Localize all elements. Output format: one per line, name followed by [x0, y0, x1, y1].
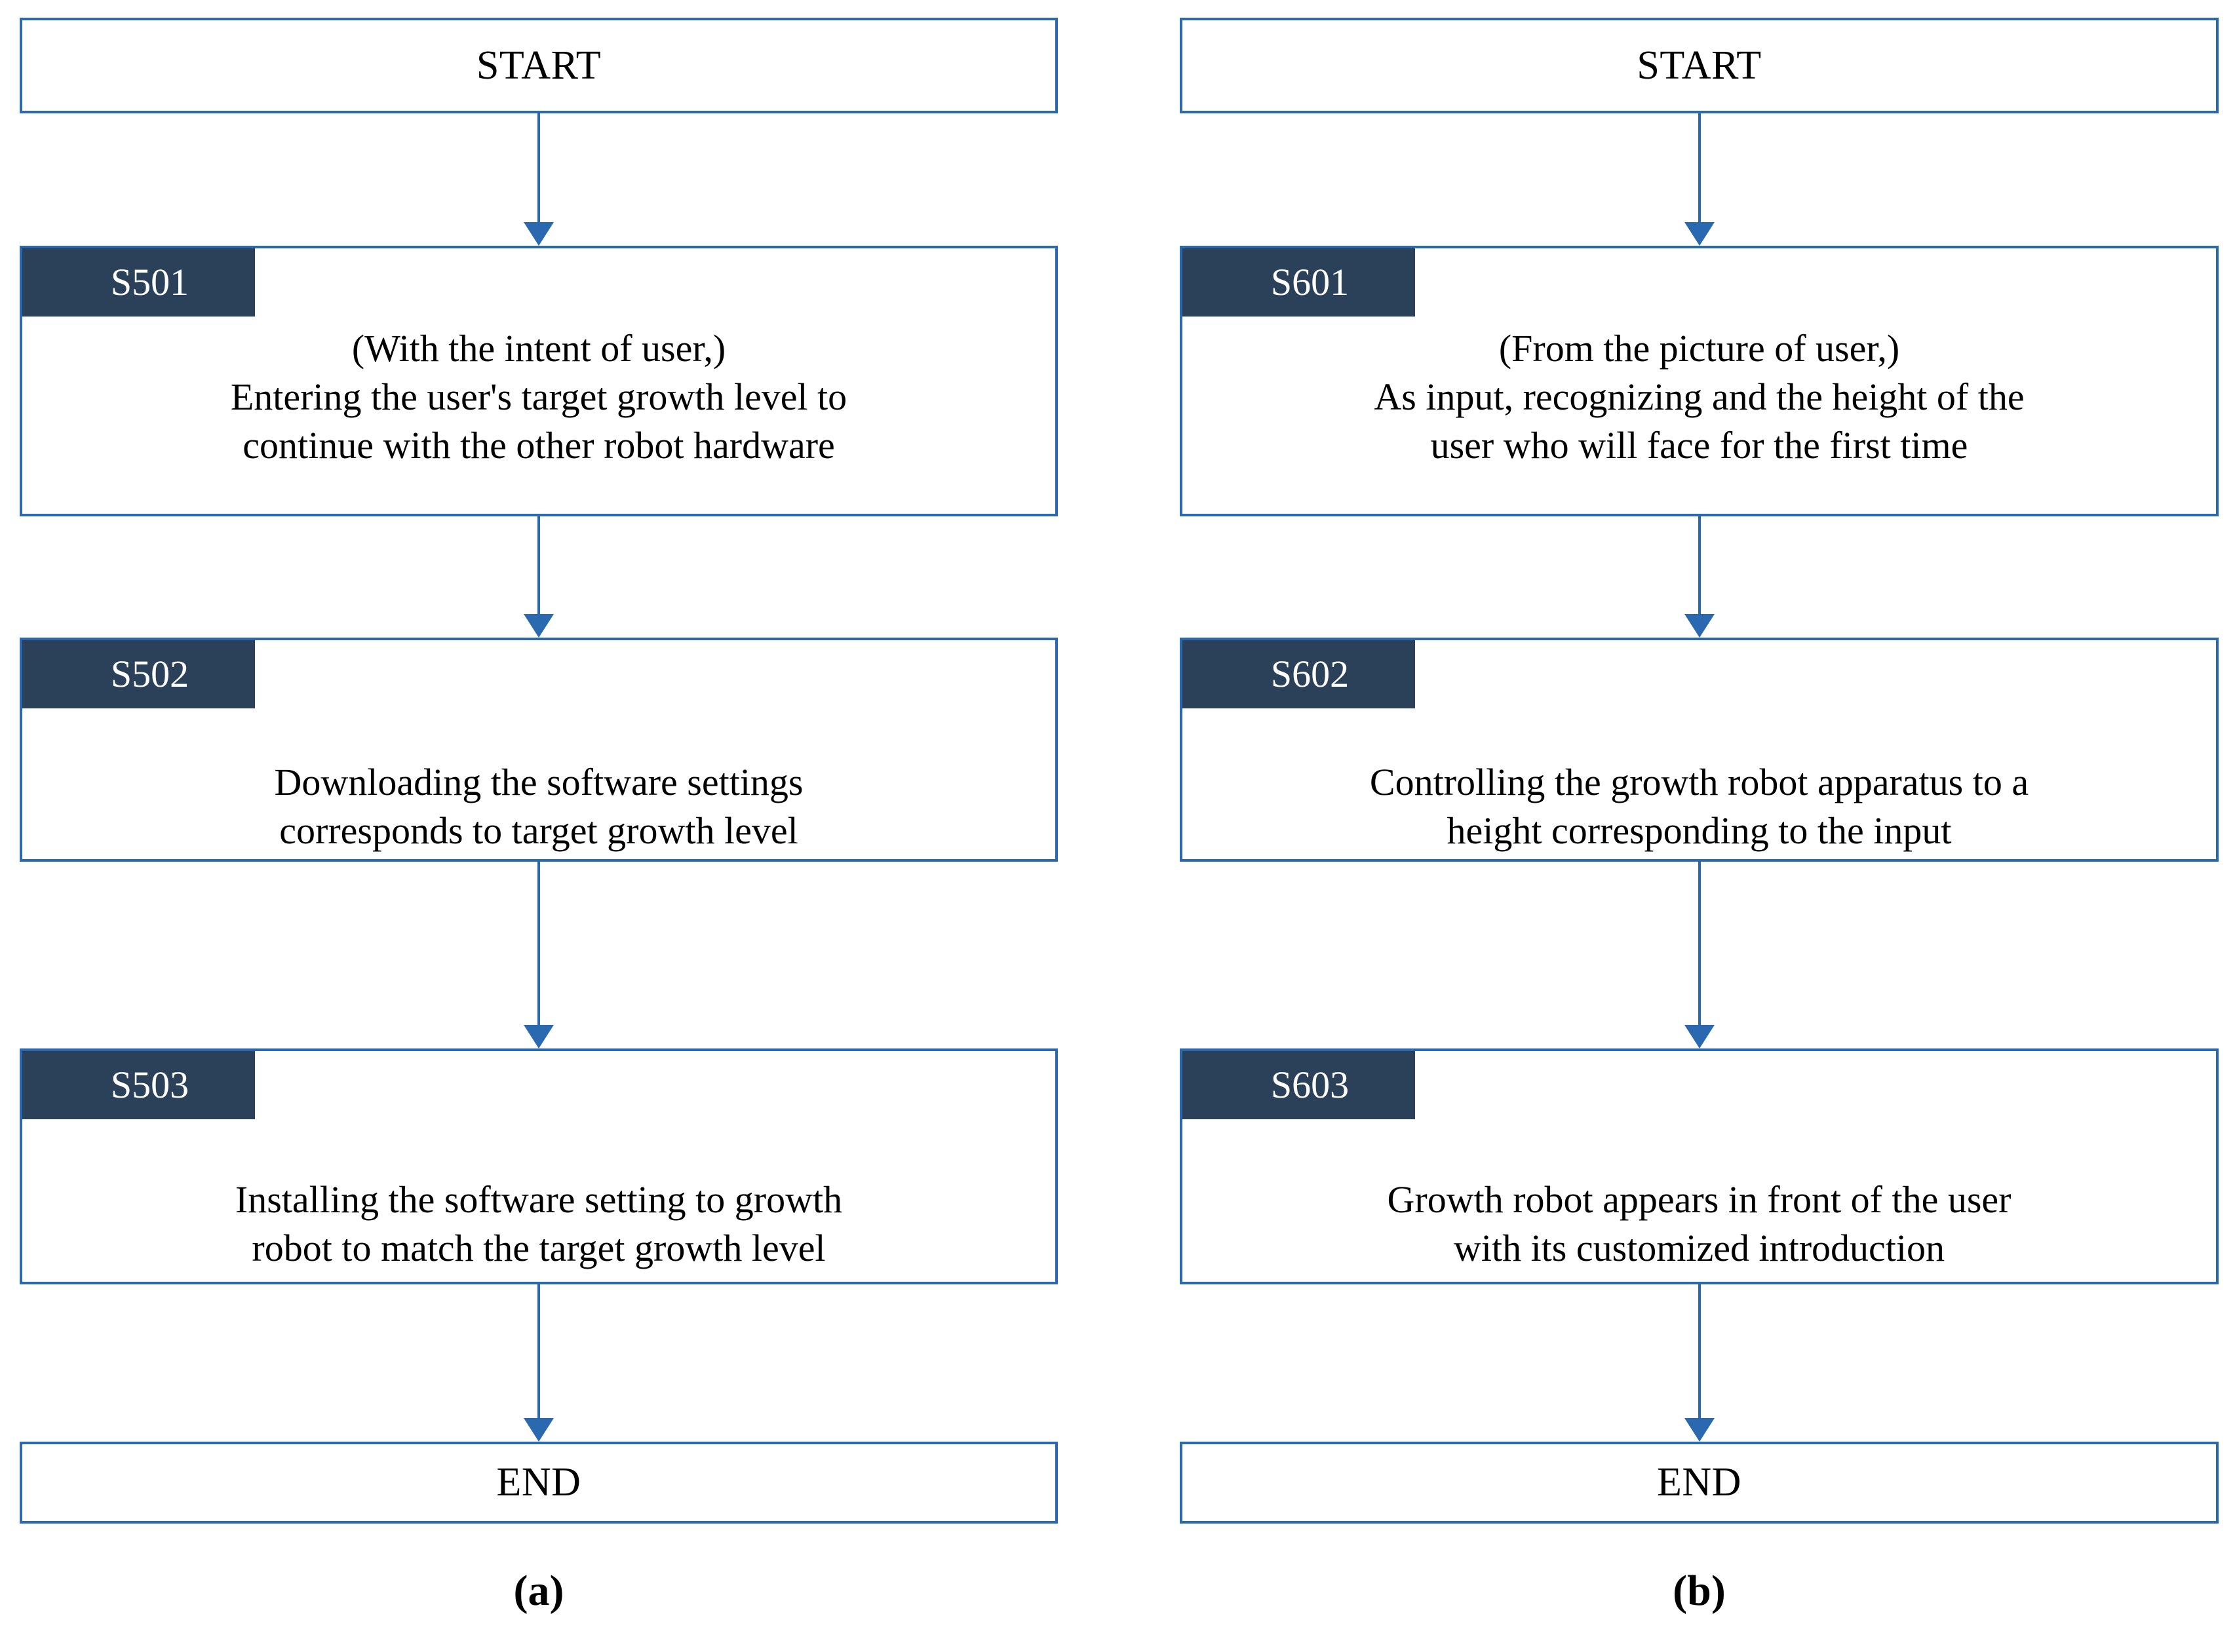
connector-s502-to-s503 [524, 862, 554, 1048]
connector-line [537, 862, 540, 1026]
step-badge-s602: S602 [1182, 640, 1415, 708]
panel-caption-a: (a) [513, 1567, 564, 1615]
panel-caption-b: (b) [1673, 1567, 1726, 1615]
flowchart-panel-a: START S501 (With the intent of user,) En… [20, 0, 1058, 1652]
step-node-s503: S503 Installing the software setting to … [20, 1048, 1058, 1284]
connector-s603-to-end [1684, 1284, 1715, 1442]
connector-line [537, 516, 540, 615]
connector-s601-to-s602 [1684, 516, 1715, 638]
arrow-head-icon [524, 1418, 554, 1442]
end-node-b: END [1180, 1442, 2219, 1524]
arrow-head-icon [1684, 222, 1715, 246]
connector-line [1698, 113, 1701, 223]
connector-start-to-s501 [524, 113, 554, 246]
connector-line [1698, 516, 1701, 615]
step-text-s603: Growth robot appears in front of the use… [1387, 1178, 2012, 1270]
step-badge-s501: S501 [22, 248, 255, 317]
step-node-s501: S501 (With the intent of user,) Entering… [20, 246, 1058, 516]
connector-line [537, 113, 540, 223]
connector-s602-to-s603 [1684, 862, 1715, 1048]
connector-line [537, 1284, 540, 1419]
step-badge-s601: S601 [1182, 248, 1415, 317]
flowchart-panel-b: START S601 (From the picture of user,) A… [1180, 0, 2219, 1652]
step-badge-s503: S503 [22, 1051, 255, 1119]
step-node-s603: S603 Growth robot appears in front of th… [1180, 1048, 2219, 1284]
connector-line [1698, 1284, 1701, 1419]
arrow-head-icon [1684, 614, 1715, 638]
step-node-s502: S502 Downloading the software settings c… [20, 638, 1058, 862]
connector-line [1698, 862, 1701, 1026]
connector-s501-to-s502 [524, 516, 554, 638]
step-text-s502: Downloading the software settings corres… [274, 761, 804, 853]
end-node-a: END [20, 1442, 1058, 1524]
connector-s503-to-end [524, 1284, 554, 1442]
step-badge-s502: S502 [22, 640, 255, 708]
arrow-head-icon [524, 222, 554, 246]
step-text-s602: Controlling the growth robot apparatus t… [1369, 761, 2029, 853]
step-badge-s603: S603 [1182, 1051, 1415, 1119]
arrow-head-icon [1684, 1025, 1715, 1048]
arrow-head-icon [524, 614, 554, 638]
connector-start-to-s601 [1684, 113, 1715, 246]
step-text-s601: (From the picture of user,) As input, re… [1374, 327, 2025, 467]
step-text-s501: (With the intent of user,) Entering the … [230, 327, 847, 467]
arrow-head-icon [524, 1025, 554, 1048]
arrow-head-icon [1684, 1418, 1715, 1442]
step-node-s602: S602 Controlling the growth robot appara… [1180, 638, 2219, 862]
start-node-b: START [1180, 18, 2219, 113]
step-node-s601: S601 (From the picture of user,) As inpu… [1180, 246, 2219, 516]
step-text-s503: Installing the software setting to growt… [235, 1178, 843, 1270]
start-node-a: START [20, 18, 1058, 113]
